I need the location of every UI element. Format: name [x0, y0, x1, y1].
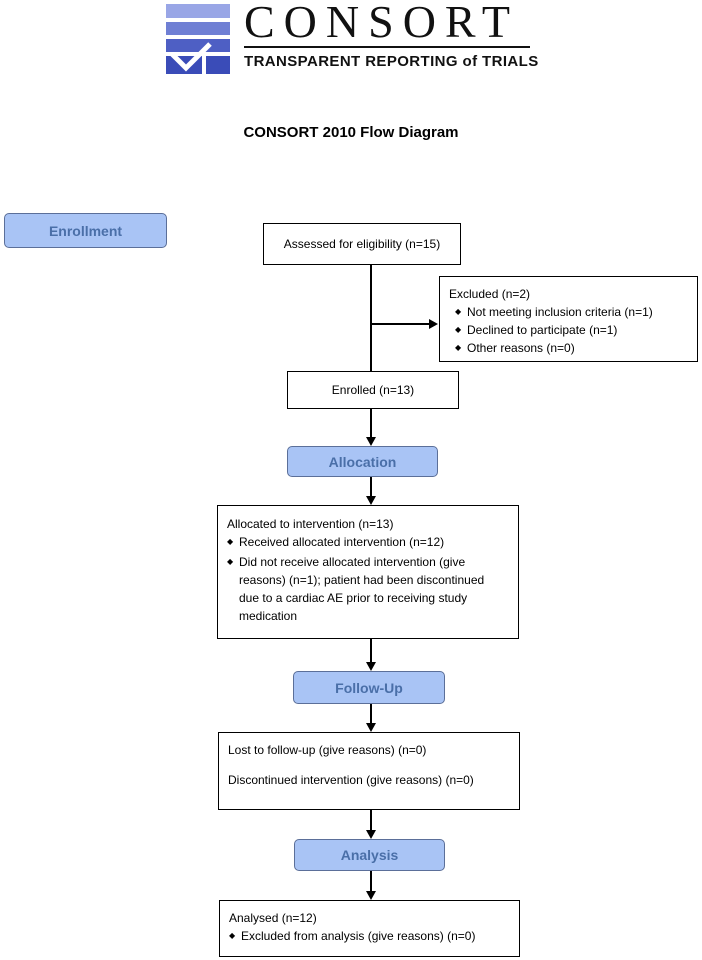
stage-analysis-label: Analysis: [340, 847, 399, 863]
connector-to-excluded: [370, 323, 430, 325]
bullet-icon: ◆: [455, 343, 462, 352]
stage-enrollment: Enrollment: [4, 213, 167, 248]
excluded-reason: Declined to participate (n=1): [467, 323, 618, 337]
discontinued-intervention: Discontinued intervention (give reasons)…: [228, 773, 474, 787]
list-item: ◆ Did not receive allocated intervention…: [227, 553, 510, 625]
diagram-title: CONSORT 2010 Flow Diagram: [243, 124, 459, 141]
arrow-to-analysis: [366, 830, 376, 839]
enrolled-box: Enrolled (n=13): [287, 371, 459, 409]
connector-follow-up-analysis: [370, 810, 372, 830]
connector-allocation-allocated: [370, 477, 372, 496]
connector-assessed-enrolled: [370, 264, 372, 371]
bullet-icon: ◆: [229, 931, 236, 940]
stage-enrollment-label: Enrollment: [48, 222, 123, 239]
allocated-box: Allocated to intervention (n=13) ◆ Recei…: [217, 505, 519, 639]
follow-up-box: Lost to follow-up (give reasons) (n=0) D…: [218, 732, 520, 810]
excluded-box: Excluded (n=2) ◆ Not meeting inclusion c…: [439, 276, 698, 362]
stage-analysis: Analysis: [294, 839, 445, 871]
connector-allocated-follow-up: [370, 639, 372, 662]
arrow-to-excluded: [429, 319, 438, 329]
list-item: ◆ Received allocated intervention (n=12): [227, 533, 510, 551]
connector-follow-up-box: [370, 704, 372, 723]
stage-follow-up: Follow-Up: [293, 671, 445, 704]
arrow-to-follow-up-box: [366, 723, 376, 732]
connector-enrolled-allocation: [370, 409, 372, 437]
arrow-to-analysed: [366, 891, 376, 900]
arrow-to-allocated: [366, 496, 376, 505]
list-item: ◆ Not meeting inclusion criteria (n=1): [449, 303, 697, 321]
logo-divider: [244, 46, 530, 48]
assessed-box: Assessed for eligibility (n=15): [263, 223, 461, 265]
stage-follow-up-label: Follow-Up: [335, 679, 403, 696]
arrow-to-follow-up: [366, 662, 376, 671]
consort-tagline: TRANSPARENT REPORTING of TRIALS: [244, 53, 539, 70]
consort-wordmark: CONSORT: [244, 0, 519, 47]
connector-analysis-analysed: [370, 871, 372, 891]
lost-to-follow-up: Lost to follow-up (give reasons) (n=0): [228, 743, 427, 757]
analysed-item: Excluded from analysis (give reasons) (n…: [241, 929, 476, 943]
arrow-to-allocation: [366, 437, 376, 446]
list-item: ◆ Excluded from analysis (give reasons) …: [229, 927, 511, 945]
list-item: ◆ Declined to participate (n=1): [449, 321, 697, 339]
enrolled-text: Enrolled (n=13): [331, 383, 415, 397]
bullet-icon: ◆: [227, 557, 234, 566]
analysed-box: Analysed (n=12) ◆ Excluded from analysis…: [219, 900, 520, 957]
excluded-reason: Not meeting inclusion criteria (n=1): [467, 305, 653, 319]
analysed-heading: Analysed (n=12): [229, 911, 317, 925]
bullet-icon: ◆: [227, 537, 234, 546]
excluded-heading: Excluded (n=2): [449, 287, 531, 301]
excluded-reason: Other reasons (n=0): [467, 341, 575, 355]
bullet-icon: ◆: [455, 325, 462, 334]
allocated-heading: Allocated to intervention (n=13): [227, 517, 394, 531]
list-item: ◆ Other reasons (n=0): [449, 339, 697, 357]
assessed-text: Assessed for eligibility (n=15): [283, 237, 441, 251]
stage-allocation-label: Allocation: [328, 453, 397, 470]
stage-allocation: Allocation: [287, 446, 438, 477]
consort-logo-mark: [166, 4, 230, 74]
allocated-item: Did not receive allocated intervention (…: [239, 555, 485, 623]
bullet-icon: ◆: [455, 307, 462, 316]
allocated-item: Received allocated intervention (n=12): [239, 535, 445, 549]
